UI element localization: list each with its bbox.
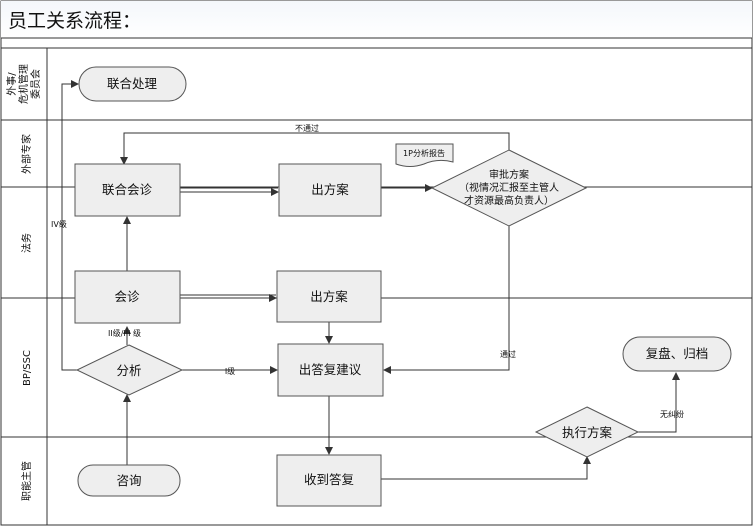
svg-text:外事/: 外事/ (5, 72, 18, 96)
svg-text:会诊: 会诊 (114, 289, 140, 304)
lane-label-legal: 法务 (20, 233, 33, 253)
node-approval-decision: 审批方案 （视情况汇报至主管人 才资源最高负责人） (430, 149, 588, 227)
node-execute-plan: 执行方案 (534, 406, 640, 458)
edge-analysis-to-joint-processing (61, 80, 79, 371)
svg-text:执行方案: 执行方案 (562, 425, 613, 440)
svg-text:联合会诊: 联合会诊 (102, 182, 153, 197)
edge-approval-not-passed (120, 132, 510, 165)
edge-label-passed: 通过 (500, 349, 516, 359)
svg-text:复盘、归档: 复盘、归档 (646, 346, 709, 361)
edge-receive-to-execute (381, 456, 591, 480)
title-bar (1, 1, 752, 38)
node-proposal-lower: 出方案 (276, 270, 382, 323)
lane-label-crisis-committee: 外事/ 危机管理 委员会 (5, 64, 42, 104)
svg-text:咨询: 咨询 (116, 473, 141, 488)
node-analysis-decision: 分析 (75, 344, 184, 396)
edge-approval-passed (383, 226, 510, 374)
lane-label-external-experts: 外部专家 (20, 134, 33, 174)
svg-text:职能主管: 职能主管 (20, 461, 33, 501)
connectors (61, 80, 680, 480)
edge-label-level-iv: IV级 (51, 219, 67, 229)
svg-text:出方案: 出方案 (311, 182, 349, 197)
svg-text:审批方案: 审批方案 (489, 168, 529, 181)
svg-text:出方案: 出方案 (310, 289, 348, 304)
node-reply-suggestion: 出答复建议 (277, 343, 384, 397)
svg-text:收到答复: 收到答复 (304, 472, 355, 487)
node-joint-processing: 联合处理 (78, 66, 187, 102)
svg-text:出答复建议: 出答复建议 (299, 362, 362, 377)
lane-label-functional-manager: 职能主管 (20, 461, 33, 501)
edge-label-no-dispute: 无纠纷 (660, 409, 684, 419)
edge-label-not-passed: 不通过 (295, 123, 319, 133)
node-inquiry: 咨询 (77, 464, 181, 497)
svg-text:联合处理: 联合处理 (107, 76, 158, 91)
svg-text:危机管理: 危机管理 (17, 64, 30, 104)
diagram-title: 员工关系流程： (8, 10, 141, 32)
edge-label-level-i: I级 (225, 366, 235, 376)
node-joint-consultation: 联合会诊 (74, 163, 181, 217)
svg-text:BP/SSC: BP/SSC (22, 350, 33, 386)
svg-text:分析: 分析 (116, 363, 141, 378)
svg-text:才资源最高负责人）: 才资源最高负责人） (464, 194, 554, 207)
node-report-document: 1P分析报告 (395, 143, 454, 167)
svg-text:委员会: 委员会 (29, 69, 42, 99)
svg-text:1P分析报告: 1P分析报告 (403, 148, 445, 158)
node-receive-reply: 收到答复 (276, 454, 382, 507)
lane-label-bp-ssc: BP/SSC (22, 350, 33, 386)
node-review-archive: 复盘、归档 (622, 336, 732, 372)
svg-text:（视情况汇报至主管人: （视情况汇报至主管人 (459, 181, 559, 194)
node-consultation: 会诊 (74, 270, 181, 324)
edge-execute-to-review (638, 372, 680, 433)
edge-label-level-ii-iii: II级/III 级 (108, 328, 141, 338)
node-proposal-upper: 出方案 (278, 163, 382, 217)
svg-text:外部专家: 外部专家 (20, 134, 33, 174)
svg-text:法务: 法务 (20, 233, 33, 253)
